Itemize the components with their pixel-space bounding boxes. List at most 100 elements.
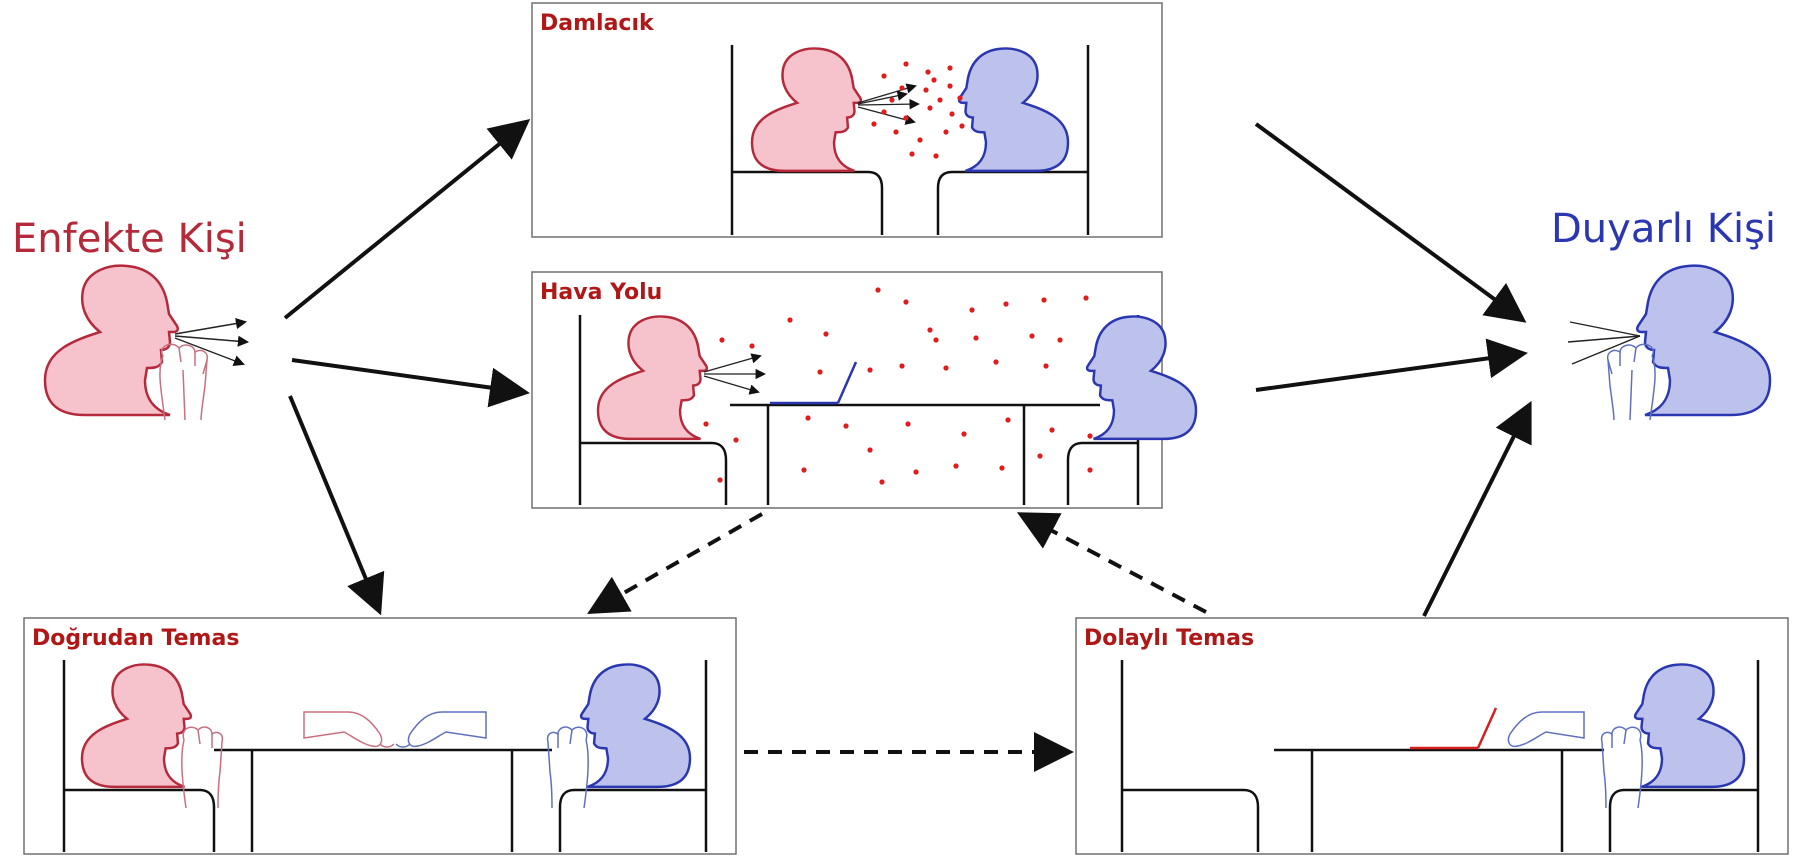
droplet-particle-icon (1041, 297, 1047, 303)
droplet-particle-icon (933, 153, 939, 159)
box-title-airborne: Hava Yolu (540, 280, 663, 305)
droplet-particle-icon (893, 129, 899, 135)
droplet-particle-icon (937, 97, 943, 103)
droplet-particle-icon (957, 95, 963, 101)
droplet-particle-icon (1049, 427, 1055, 433)
droplet-particle-icon (719, 337, 725, 343)
susceptible-person-figure (1567, 264, 1772, 421)
droplet-particle-icon (925, 69, 931, 75)
droplet-particle-icon (1083, 295, 1089, 301)
droplet-particle-icon (1003, 301, 1009, 307)
droplet-particle-icon (969, 307, 975, 313)
droplet-particle-icon (905, 421, 911, 427)
droplet-particle-icon (959, 123, 965, 129)
droplet-particle-icon (717, 477, 723, 483)
droplet-particle-icon (899, 363, 905, 369)
droplet-particle-icon (875, 287, 881, 293)
droplet-particle-icon (913, 469, 919, 475)
droplet-particle-icon (1057, 337, 1063, 343)
susceptible-person-label: Duyarlı Kişi (1551, 206, 1777, 252)
hand-cough-icon (1606, 343, 1656, 421)
droplet-particle-icon (1005, 417, 1011, 423)
droplet-particle-icon (843, 423, 849, 429)
droplet-particle-icon (1087, 433, 1093, 439)
droplet-particle-icon (871, 121, 877, 127)
droplet-particle-icon (787, 317, 793, 323)
droplet-particle-icon (1043, 363, 1049, 369)
droplet-particle-icon (1037, 453, 1043, 459)
droplet-particle-icon (927, 327, 933, 333)
droplet-particle-icon (923, 87, 929, 93)
arrow-indirect-to-susceptible (1422, 400, 1532, 617)
airborne-scene (578, 287, 1198, 505)
droplet-particles (871, 61, 965, 159)
droplet-particle-icon (817, 369, 823, 375)
box-title-indirect: Dolaylı Temas (1084, 626, 1255, 651)
direct-scene (62, 660, 708, 852)
droplet-particle-icon (947, 83, 953, 89)
droplet-particle-icon (867, 447, 873, 453)
droplet-particle-icon (917, 137, 923, 143)
droplet-particle-icon (881, 109, 887, 115)
droplet-particle-icon (879, 479, 885, 485)
droplet-particle-icon (749, 343, 755, 349)
airborne-particles (703, 287, 1093, 485)
droplet-particle-icon (805, 415, 811, 421)
dashed-arrow-airborne-to-direct (587, 512, 763, 614)
droplet-particle-icon (931, 77, 937, 83)
droplet-particle-icon (947, 65, 953, 71)
droplet-particle-icon (943, 129, 949, 135)
droplet-particle-icon (973, 335, 979, 341)
droplet-particle-icon (993, 359, 999, 365)
droplet-particle-icon (933, 337, 939, 343)
indirect-scene (1120, 660, 1760, 852)
flow-arrows (283, 118, 1532, 617)
reaching-hand-icon (1507, 711, 1585, 748)
droplet-particle-icon (889, 97, 895, 103)
droplet-particle-icon (949, 111, 955, 117)
arrow-infected-to-direct (288, 395, 385, 616)
droplet-scene (730, 45, 1090, 235)
arrow-infected-to-droplet (283, 118, 531, 320)
dashed-arrows (587, 512, 1207, 772)
droplet-particle-icon (899, 85, 905, 91)
droplet-particle-icon (903, 115, 909, 121)
inhale-lines-icon (1567, 321, 1641, 365)
droplet-particle-icon (1029, 333, 1035, 339)
droplet-particle-icon (881, 73, 887, 79)
hand-cough-icon (159, 343, 209, 421)
droplet-particle-icon (953, 463, 959, 469)
droplet-particle-icon (867, 367, 873, 373)
laptop-icon (770, 361, 858, 405)
droplet-particle-icon (903, 61, 909, 67)
droplet-particle-icon (909, 151, 915, 157)
person-head-icon (43, 264, 180, 417)
laptop-icon (1410, 707, 1498, 750)
box-title-droplet: Damlacık (540, 11, 654, 36)
droplet-particle-icon (903, 299, 909, 305)
cough-spray-icon (174, 318, 250, 366)
box-title-direct: Doğrudan Temas (32, 626, 240, 651)
hand-cough-icon (1600, 726, 1643, 809)
droplet-particle-icon (943, 365, 949, 371)
arrow-airborne-to-susceptible (1255, 338, 1528, 392)
droplet-particle-icon (999, 465, 1005, 471)
hand-cough-icon (546, 726, 589, 809)
droplet-particle-icon (961, 431, 967, 437)
arrow-infected-to-airborne (291, 358, 530, 408)
infected-person-figure (43, 264, 250, 421)
hand-cough-icon (181, 726, 224, 809)
arrow-droplet-to-susceptible (1254, 122, 1527, 323)
droplet-particle-icon (703, 421, 709, 427)
droplet-particle-icon (733, 437, 739, 443)
droplet-particle-icon (823, 331, 829, 337)
droplet-particle-icon (1087, 467, 1093, 473)
droplet-particle-icon (927, 105, 933, 111)
infected-person-label: Enfekte Kişi (12, 216, 247, 262)
person-head-icon (1635, 264, 1772, 417)
dashed-arrow-indirect-to-airborne (1016, 512, 1207, 614)
handshake-icon (303, 711, 487, 748)
droplet-particle-icon (801, 467, 807, 473)
